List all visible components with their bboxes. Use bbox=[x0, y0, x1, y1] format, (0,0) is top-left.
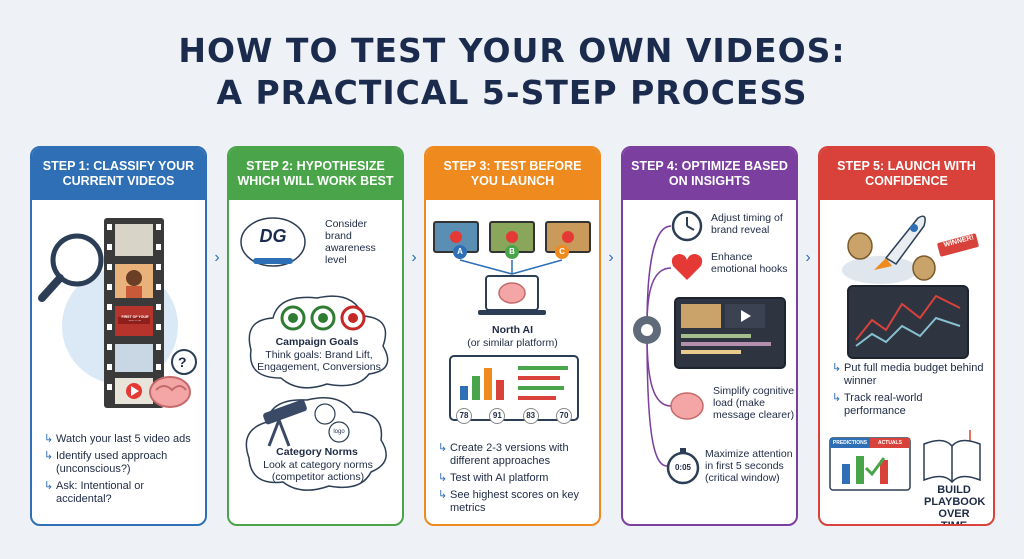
step-5-illustration bbox=[829, 215, 981, 491]
category-norms-text: Look at category norms (competitor actio… bbox=[263, 459, 373, 483]
step-2-header: STEP 2: HYPOTHESIZE WHICH WILL WORK BEST bbox=[229, 148, 402, 200]
brain-icon bbox=[670, 392, 704, 420]
brand-logo-text: DG bbox=[259, 226, 287, 246]
dashboard-icon bbox=[449, 355, 579, 421]
film-frame-label: FIRST OF YOUR BRAND bbox=[121, 315, 149, 321]
clock-icon bbox=[671, 210, 703, 242]
video-editor-icon bbox=[674, 297, 786, 369]
score-badge: 83 bbox=[522, 408, 539, 424]
arrow-icon: › bbox=[214, 249, 220, 266]
step-5-header: STEP 5: LAUNCH WITH CONFIDENCE bbox=[820, 148, 993, 200]
telescope-icon bbox=[263, 399, 307, 447]
step-1-card: STEP 1: CLASSIFY YOUR CURRENT VIDEOS bbox=[30, 146, 207, 526]
platform-subtitle: (or similar platform) bbox=[467, 337, 558, 349]
video-thumbnail-icon bbox=[433, 221, 591, 253]
cloud-icon bbox=[240, 217, 306, 267]
heart-icon bbox=[671, 254, 703, 280]
film-strip-icon bbox=[104, 218, 164, 408]
step-3-header: STEP 3: TEST BEFORE YOU LAUNCH bbox=[426, 148, 599, 200]
version-c-label: C bbox=[559, 247, 565, 256]
title-line-1: HOW TO TEST YOUR OWN VIDEOS: bbox=[178, 31, 846, 70]
step-2-illustration bbox=[240, 217, 389, 491]
brain-icon bbox=[149, 376, 191, 408]
step-1-body: FIRST OF YOUR BRAND ? Watch your last 5 … bbox=[32, 200, 205, 524]
step-1-illustration bbox=[38, 218, 197, 408]
step-3-bullet-1: Create 2-3 versions with different appro… bbox=[438, 442, 591, 468]
question-bubble-icon bbox=[171, 349, 197, 375]
stopwatch-readout: 0:05 bbox=[674, 463, 691, 472]
book-icon bbox=[923, 439, 981, 484]
gear-icon bbox=[633, 316, 661, 344]
step-5-bullet-1: Put full media budget behind winner bbox=[832, 362, 985, 388]
item-emotional-hooks: Enhance emotional hooks bbox=[711, 251, 788, 275]
playbook-label: BUILD PLAYBOOK OVER TIME bbox=[924, 484, 986, 526]
step-5-bullets: Put full media budget behind winner Trac… bbox=[832, 362, 985, 422]
step-5-card: STEP 5: LAUNCH WITH CONFIDENCE bbox=[818, 146, 995, 526]
step-3-bullet-3: See highest scores on key metrics bbox=[438, 489, 591, 515]
step-1-bullets: Watch your last 5 video ads Identify use… bbox=[44, 433, 197, 510]
step-2-body: DG Consider brand awareness level Campai… bbox=[229, 200, 402, 524]
predictions-label: PREDICTIONS bbox=[832, 440, 868, 446]
step-3-bullet-2: Test with AI platform bbox=[438, 472, 591, 485]
target-icon bbox=[280, 305, 366, 331]
title-line-2: A PRACTICAL 5-STEP PROCESS bbox=[216, 73, 808, 112]
item-cognitive-load: Simplify cognitive load (make message cl… bbox=[713, 385, 795, 421]
step-4-card: STEP 4: OPTIMIZE BASED ON INSIGHTS bbox=[621, 146, 798, 526]
arrow-icon: › bbox=[411, 249, 417, 266]
step-1-bullet-1: Watch your last 5 video ads bbox=[44, 433, 197, 446]
step-5-bullet-2: Track real-world performance bbox=[832, 392, 985, 418]
version-b-label: B bbox=[509, 247, 515, 256]
step-1-bullet-2: Identify used approach (unconscious?) bbox=[44, 450, 197, 476]
laptop-brain-icon bbox=[478, 275, 546, 315]
item-attention: Maximize attention in first 5 seconds (c… bbox=[705, 448, 793, 484]
stopwatch-icon bbox=[666, 448, 700, 485]
campaign-goals-text: Think goals: Brand Lift, Engagement, Con… bbox=[257, 349, 381, 373]
actuals-label: ACTUALS bbox=[878, 440, 902, 446]
arrow-icon: › bbox=[608, 249, 614, 266]
score-badge: 91 bbox=[489, 408, 506, 424]
brand-awareness-label: Consider brand awareness level bbox=[325, 218, 376, 266]
comparison-chart-icon bbox=[829, 437, 911, 491]
step-4-body: Adjust timing of brand reveal Enhance em… bbox=[623, 200, 796, 524]
score-row: 78 91 83 70 bbox=[456, 408, 572, 424]
step-4-header: STEP 4: OPTIMIZE BASED ON INSIGHTS bbox=[623, 148, 796, 200]
category-norms-title: Category Norms bbox=[276, 446, 358, 458]
step-2-card: STEP 2: HYPOTHESIZE WHICH WILL WORK BEST bbox=[227, 146, 404, 526]
question-mark: ? bbox=[178, 354, 187, 370]
score-badge: 78 bbox=[456, 408, 472, 424]
step-3-body: A B C North AI (or similar platform) 78 … bbox=[426, 200, 599, 524]
magnifying-glass-icon bbox=[38, 233, 104, 302]
rocket-icon bbox=[842, 215, 926, 284]
arrow-icon: › bbox=[805, 249, 811, 266]
money-bag-icon bbox=[847, 232, 936, 281]
score-badge: 70 bbox=[555, 408, 572, 424]
step-1-header: STEP 1: CLASSIFY YOUR CURRENT VIDEOS bbox=[32, 148, 205, 200]
step-3-illustration bbox=[433, 221, 591, 421]
performance-monitor-icon bbox=[847, 285, 969, 359]
item-brand-reveal: Adjust timing of brand reveal bbox=[711, 212, 783, 236]
platform-title: North AI bbox=[491, 324, 534, 336]
logo-chip: logo bbox=[333, 429, 345, 435]
version-a-label: A bbox=[457, 247, 463, 256]
step-3-card: STEP 3: TEST BEFORE YOU LAUNCH bbox=[424, 146, 601, 526]
step-1-bullet-3: Ask: Intentional or accidental? bbox=[44, 480, 197, 506]
step-4-illustration bbox=[633, 210, 786, 485]
page-title: HOW TO TEST YOUR OWN VIDEOS: A PRACTICAL… bbox=[0, 30, 1024, 114]
step-5-body: WINNER! Put full media budget behind win… bbox=[820, 200, 993, 526]
campaign-goals-title: Campaign Goals bbox=[275, 336, 359, 348]
step-3-bullets: Create 2-3 versions with different appro… bbox=[438, 442, 591, 519]
